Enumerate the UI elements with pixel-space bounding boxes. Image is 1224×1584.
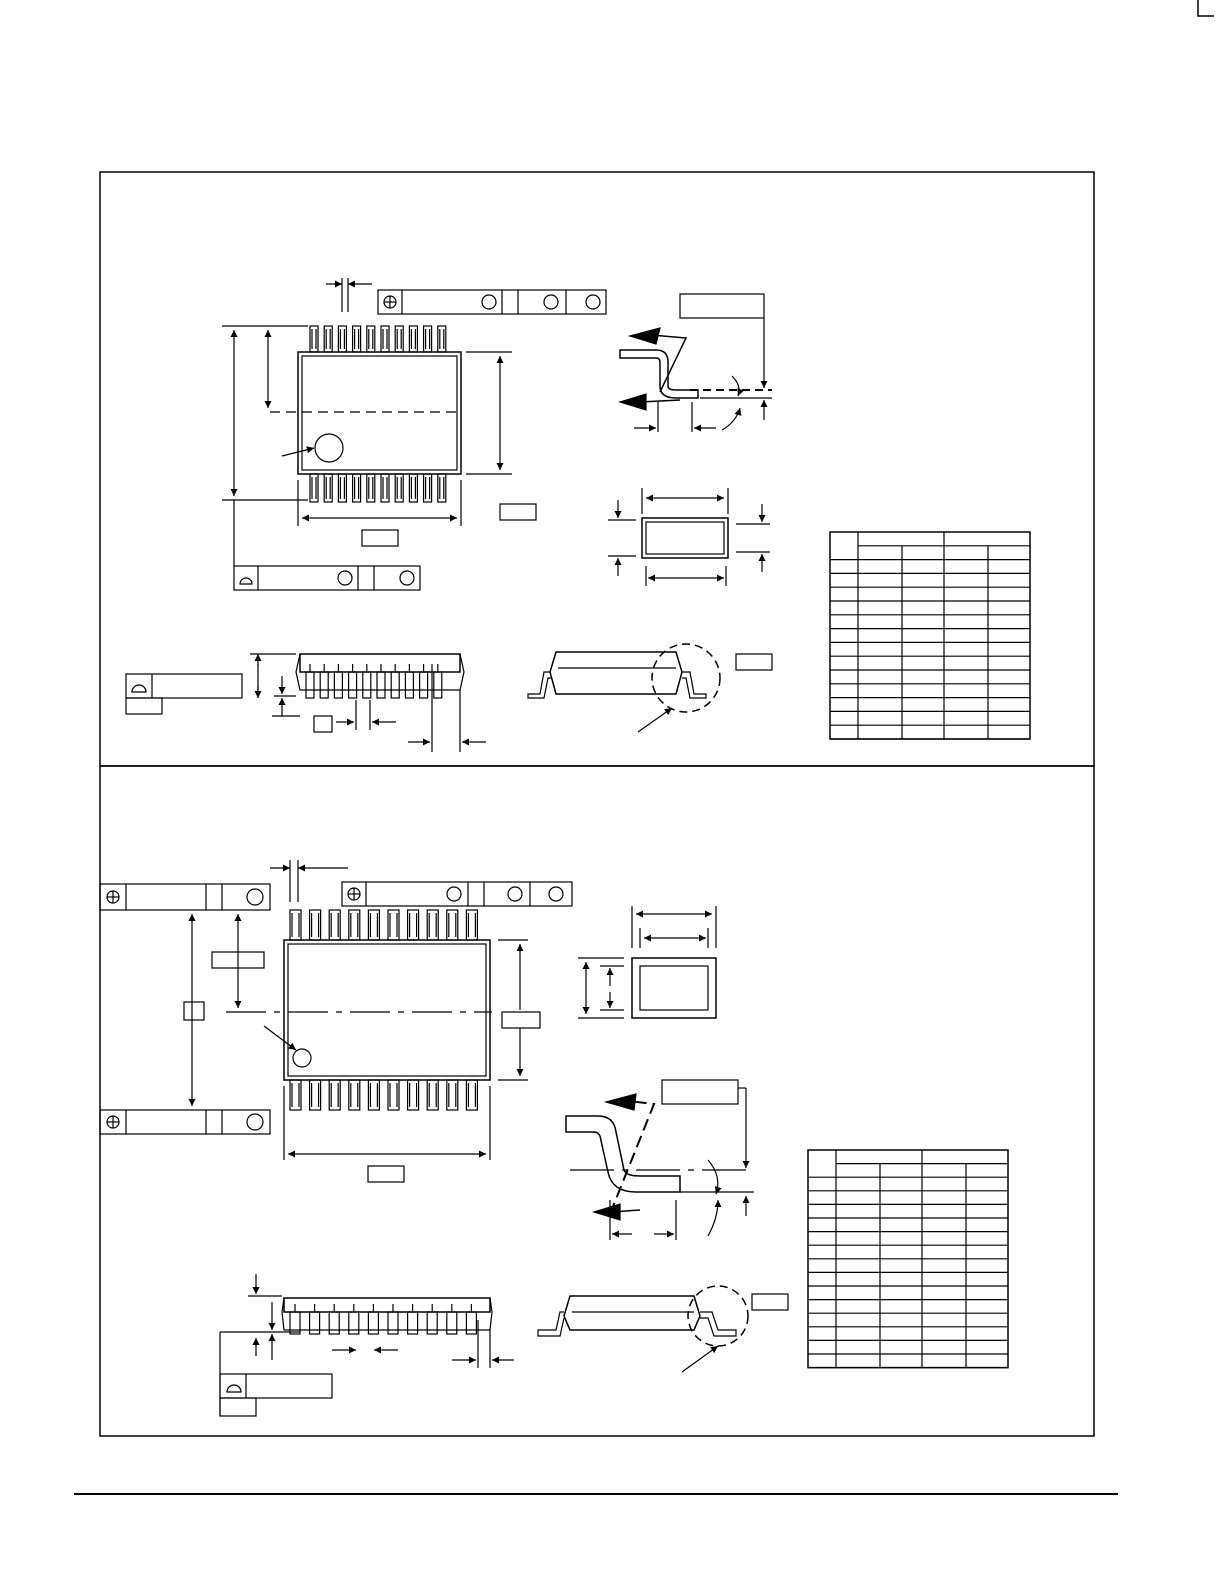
lead [387, 1079, 400, 1111]
end-view-top [549, 651, 683, 695]
lead [423, 473, 433, 503]
side-lead [407, 1311, 419, 1335]
side-lead [328, 1311, 340, 1335]
side-lead [376, 671, 386, 699]
side-lead [319, 671, 329, 699]
side-lead [348, 671, 358, 699]
side-lead [289, 1311, 301, 1335]
drawing-frame-top [99, 171, 1095, 767]
side-lead [426, 1311, 438, 1335]
dimension-table-top [829, 531, 1031, 740]
side-lead [367, 1311, 379, 1335]
lead [337, 473, 347, 503]
table-border [829, 531, 1031, 740]
side-lead [309, 1311, 321, 1335]
lead [437, 325, 447, 353]
side-lead [433, 671, 443, 699]
lead [323, 325, 333, 353]
lead [423, 325, 433, 353]
lead [309, 325, 319, 353]
tolerance-frame-left [99, 883, 271, 911]
lead [309, 473, 319, 503]
side-lead [305, 671, 315, 699]
lead [437, 473, 447, 503]
lead [407, 1079, 420, 1111]
lead [323, 473, 333, 503]
lead [408, 325, 418, 353]
tolerance-frame-top [377, 289, 607, 315]
pin1-indicator-2 [292, 1048, 312, 1068]
lead [289, 1079, 302, 1111]
lead [426, 1079, 439, 1111]
side-lead [333, 671, 343, 699]
lead [426, 909, 439, 941]
drawing-frame-bottom [99, 765, 1095, 1437]
lead [348, 909, 361, 941]
lead [394, 325, 404, 353]
lead [446, 1079, 459, 1111]
detail-callout-circle-2 [687, 1285, 749, 1347]
lead [446, 909, 459, 941]
tolerance-frame-left-bottom [99, 1109, 271, 1135]
lead [352, 325, 362, 353]
lead [309, 1079, 322, 1111]
side-lead [362, 671, 372, 699]
side-lead [404, 671, 414, 699]
lead [309, 909, 322, 941]
lead [380, 473, 390, 503]
section-top-drawing [125, 278, 1031, 752]
lead [465, 1079, 478, 1111]
lead [367, 909, 380, 941]
lead [366, 325, 376, 353]
lead [380, 325, 390, 353]
side-view-bottom [283, 1297, 491, 1313]
lead-row-bottom-2 [289, 1079, 478, 1111]
lead [352, 473, 362, 503]
lead [387, 909, 400, 941]
side-lead [390, 671, 400, 699]
package-body-top [297, 351, 462, 475]
pin1-indicator [314, 433, 344, 463]
lead [465, 909, 478, 941]
lead-row-top [309, 325, 447, 353]
tolerance-frame-top-2 [341, 881, 573, 907]
detail-callout-circle [651, 643, 721, 713]
side-lead [446, 1311, 458, 1335]
lead [328, 909, 341, 941]
lead [407, 909, 420, 941]
lead [408, 473, 418, 503]
lead [289, 909, 302, 941]
package-body-bottom [283, 939, 491, 1081]
lead [348, 1079, 361, 1111]
end-view-bottom [563, 1295, 701, 1331]
lead [366, 473, 376, 503]
lead-row-bottom [309, 473, 447, 503]
corner-mark [1197, 0, 1214, 17]
lead [367, 1079, 380, 1111]
side-lead [387, 1311, 399, 1335]
lead [328, 1079, 341, 1111]
side-lead [465, 1311, 477, 1335]
datum-frame-top [233, 565, 421, 591]
dimension-table-bottom [807, 1149, 1009, 1369]
lead [394, 473, 404, 503]
lead-row-top-2 [289, 909, 478, 941]
side-lead [348, 1311, 360, 1335]
side-lead [419, 671, 429, 699]
lead [337, 325, 347, 353]
section-bottom-drawing [99, 860, 1009, 1417]
